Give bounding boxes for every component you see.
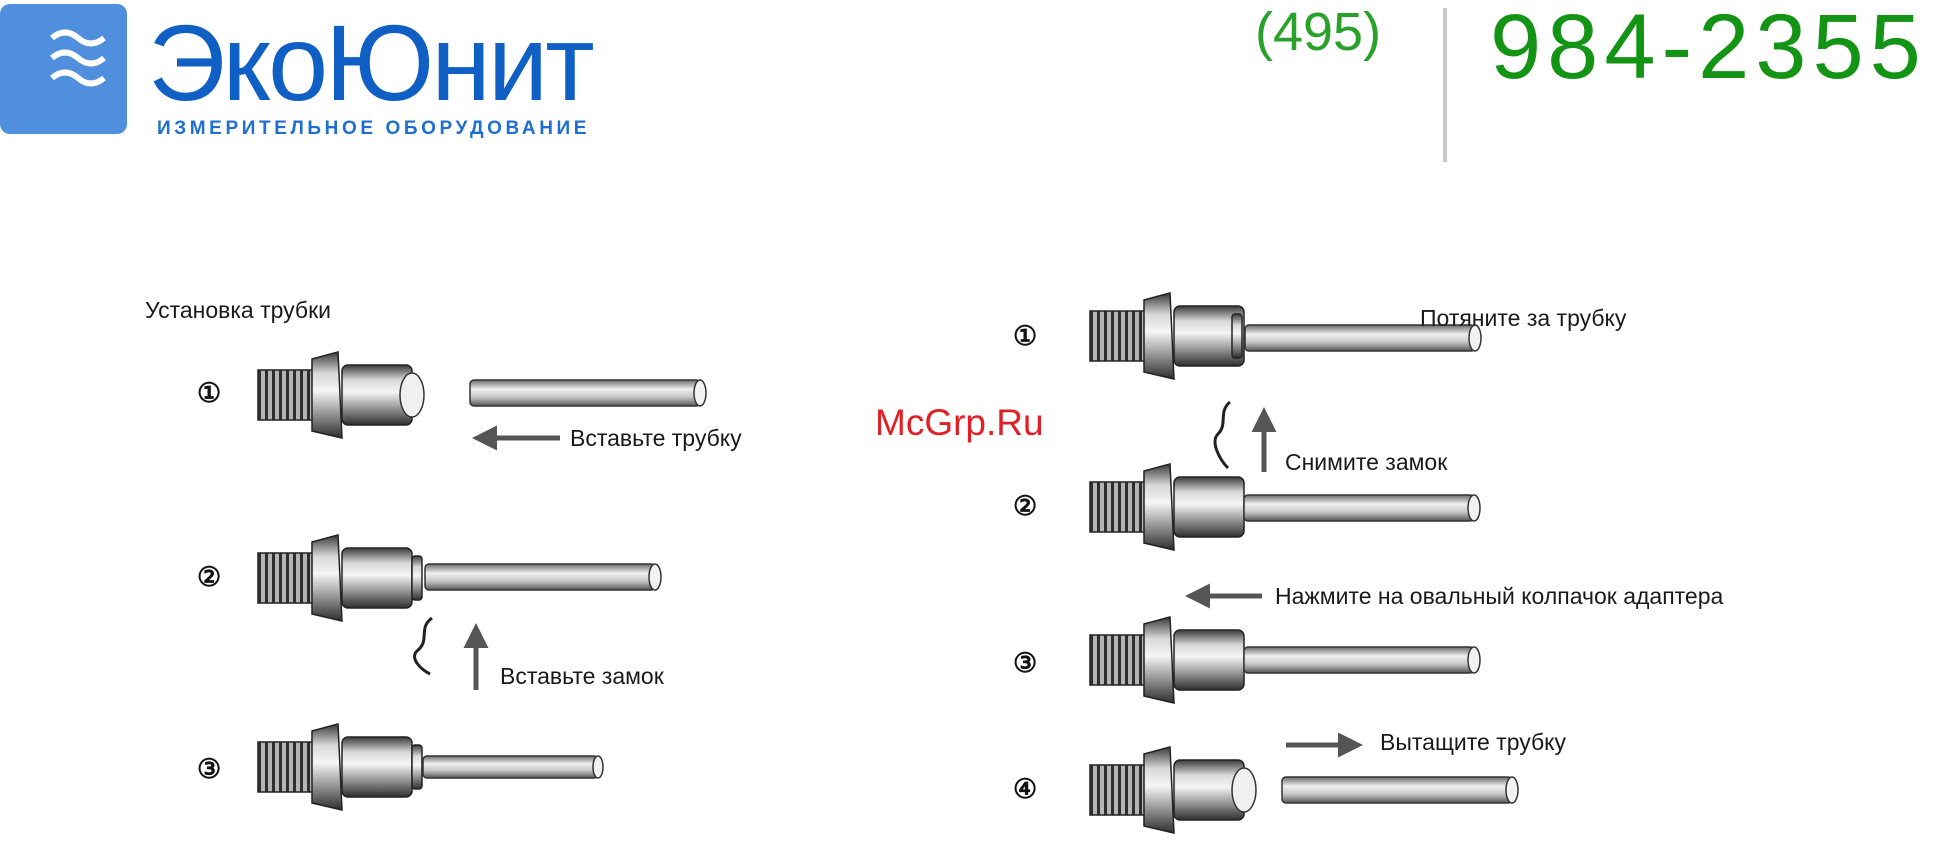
step-number: ③ xyxy=(1013,648,1037,678)
company-logo[interactable]: ЭкоЮнит ИЗМЕРИТЕЛЬНОЕ ОБОРУДОВАНИЕ xyxy=(0,2,593,139)
step-number: ① xyxy=(1013,321,1037,351)
remove-step-3: Нажмите на овальный колпачок адаптера ③ xyxy=(1013,583,1724,703)
step-label: Снимите замок xyxy=(1285,449,1448,475)
step-number: ② xyxy=(197,562,221,592)
phone-number: 984-2355 xyxy=(1490,0,1927,98)
step-label: Вытащите трубку xyxy=(1380,729,1566,755)
install-step-1: ① Вставьте трубку xyxy=(197,352,742,451)
install-step-2: ② Вставьте замок xyxy=(197,535,665,690)
lock-clip-icon xyxy=(415,618,432,674)
logo-tagline: ИЗМЕРИТЕЛЬНОЕ ОБОРУДОВАНИЕ xyxy=(157,118,590,139)
install-step-3: ③ xyxy=(197,724,603,810)
step-label: Нажмите на овальный колпачок адаптера xyxy=(1275,583,1724,609)
remove-lock-indicator: Снимите замок xyxy=(1215,402,1448,475)
install-title: Установка трубки xyxy=(145,297,331,323)
phone-contact[interactable]: (495) 984-2355 xyxy=(1255,0,1927,162)
step-number: ② xyxy=(1013,491,1037,521)
remove-step-1: ① Потяните за трубку xyxy=(1013,293,1627,379)
step-number: ④ xyxy=(1013,774,1037,804)
step-label: Вставьте трубку xyxy=(570,425,742,451)
lock-clip-icon xyxy=(1215,402,1230,468)
step-number: ① xyxy=(197,378,221,408)
remove-step-4: Вытащите трубку ④ xyxy=(1013,729,1566,833)
step-label: Вставьте замок xyxy=(500,663,665,689)
phone-area-code: (495) xyxy=(1255,2,1381,62)
remove-step-2: ② xyxy=(1013,464,1480,550)
step-number: ③ xyxy=(197,754,221,784)
watermark: McGrp.Ru xyxy=(875,402,1044,443)
logo-wordmark: ЭкоЮнит xyxy=(148,2,593,123)
step-label: Потяните за трубку xyxy=(1420,305,1627,331)
waves-icon xyxy=(0,4,127,134)
